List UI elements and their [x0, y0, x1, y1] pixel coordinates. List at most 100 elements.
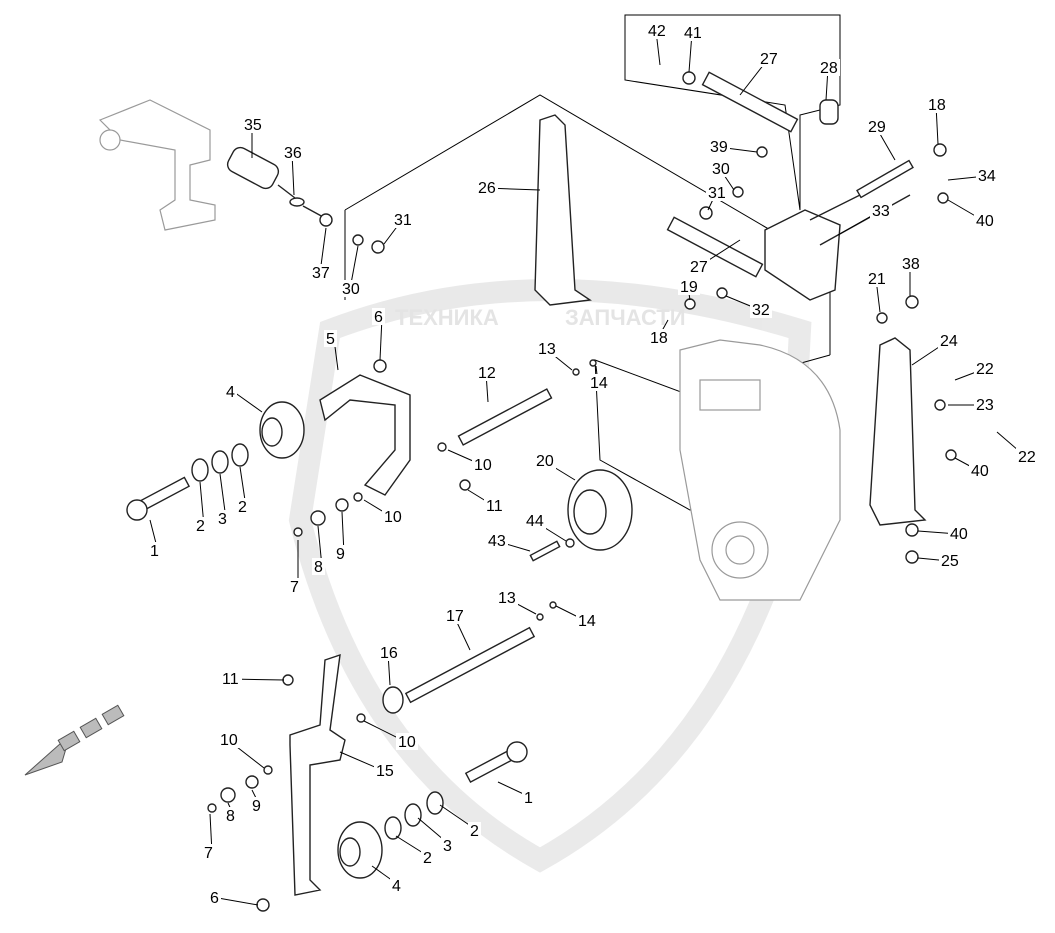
callout-11: 11: [222, 671, 239, 688]
callout-background: [939, 552, 961, 569]
callout-24: 24: [940, 333, 958, 350]
callout-background: [288, 578, 301, 595]
callout-12: 12: [478, 365, 496, 382]
callout-background: [372, 308, 385, 325]
callout-background: [421, 849, 434, 866]
bracket-33: [764, 174, 911, 301]
callout-32: 32: [752, 302, 770, 319]
callout-background: [1016, 448, 1038, 465]
callout-background: [750, 301, 772, 318]
callout-19: 19: [680, 279, 698, 296]
callout-33: 33: [872, 203, 890, 220]
callout-14: 14: [578, 613, 596, 630]
idler-pulley-lower: [337, 821, 383, 879]
callout-17: 17: [446, 608, 464, 625]
callout-1: 1: [150, 543, 159, 560]
callout-18: 18: [928, 97, 946, 114]
callout-40: 40: [971, 463, 989, 480]
callout-6: 6: [374, 309, 383, 326]
hardware: [207, 71, 957, 912]
callout-10: 10: [398, 734, 416, 751]
callout-40: 40: [976, 213, 994, 230]
callout-background: [818, 59, 840, 76]
callout-background: [236, 498, 249, 515]
callout-13: 13: [498, 590, 516, 607]
callout-background: [472, 456, 494, 473]
callout-background: [324, 330, 337, 347]
callout-36: 36: [284, 145, 302, 162]
callout-2: 2: [423, 850, 432, 867]
callout-background: [208, 889, 221, 906]
callout-9: 9: [252, 798, 261, 815]
callout-27: 27: [690, 259, 708, 276]
callout-13: 13: [538, 341, 556, 358]
callout-background: [334, 545, 347, 562]
callout-background: [974, 360, 996, 377]
callout-9: 9: [336, 546, 345, 563]
callout-2: 2: [238, 499, 247, 516]
callout-background: [682, 24, 704, 41]
callout-background: [866, 118, 888, 135]
callout-27: 27: [760, 51, 778, 68]
callout-background: [688, 258, 710, 275]
callout-22: 22: [1018, 449, 1036, 466]
callout-background: [396, 733, 418, 750]
callout-background: [194, 517, 207, 534]
callout-8: 8: [314, 559, 323, 576]
bolts: [126, 443, 561, 840]
lever-bracket: [98, 99, 216, 231]
callout-42: 42: [648, 23, 666, 40]
callout-18: 18: [650, 330, 668, 347]
callout-background: [926, 96, 948, 113]
leader-line: [217, 897, 259, 906]
callout-background: [374, 762, 396, 779]
callout-background: [148, 542, 161, 559]
callout-5: 5: [326, 331, 335, 348]
callout-8: 8: [226, 808, 235, 825]
callout-40: 40: [950, 526, 968, 543]
callout-10: 10: [474, 457, 492, 474]
callout-16: 16: [380, 645, 398, 662]
callout-background: [340, 280, 362, 297]
callout-11: 11: [486, 498, 503, 515]
callout-37: 37: [312, 265, 330, 282]
callout-background: [900, 255, 922, 272]
callout-30: 30: [342, 281, 360, 298]
callout-background: [708, 138, 730, 155]
callout-background: [220, 670, 242, 687]
callout-26: 26: [478, 180, 496, 197]
callout-background: [202, 844, 215, 861]
callout-10: 10: [384, 509, 402, 526]
direction-arrow-icon: [24, 704, 125, 776]
callout-background: [706, 184, 728, 201]
callout-2: 2: [196, 518, 205, 535]
callout-20: 20: [536, 453, 554, 470]
bracket-24: [869, 337, 927, 526]
callout-background: [282, 144, 304, 161]
callout-background: [310, 264, 332, 281]
callout-background: [496, 589, 518, 606]
callout-background: [216, 510, 229, 527]
callout-background: [476, 364, 498, 381]
callout-44: 44: [526, 513, 544, 530]
callout-4: 4: [392, 878, 401, 895]
callout-41: 41: [684, 25, 702, 42]
callout-background: [969, 462, 991, 479]
callout-background: [242, 116, 264, 133]
gearbox-housing: [679, 339, 841, 601]
leader-line: [233, 391, 263, 413]
callout-35: 35: [244, 117, 262, 134]
callout-3: 3: [443, 838, 452, 855]
callout-4: 4: [226, 384, 235, 401]
callout-background: [218, 731, 240, 748]
callout-14: 14: [590, 375, 608, 392]
callout-23: 23: [976, 397, 994, 414]
callout-7: 7: [290, 579, 299, 596]
callout-background: [948, 525, 970, 542]
callout-background: [524, 512, 546, 529]
bracket-26: [534, 114, 592, 306]
callout-25: 25: [941, 553, 959, 570]
callout-background: [646, 22, 668, 39]
callout-15: 15: [376, 763, 394, 780]
